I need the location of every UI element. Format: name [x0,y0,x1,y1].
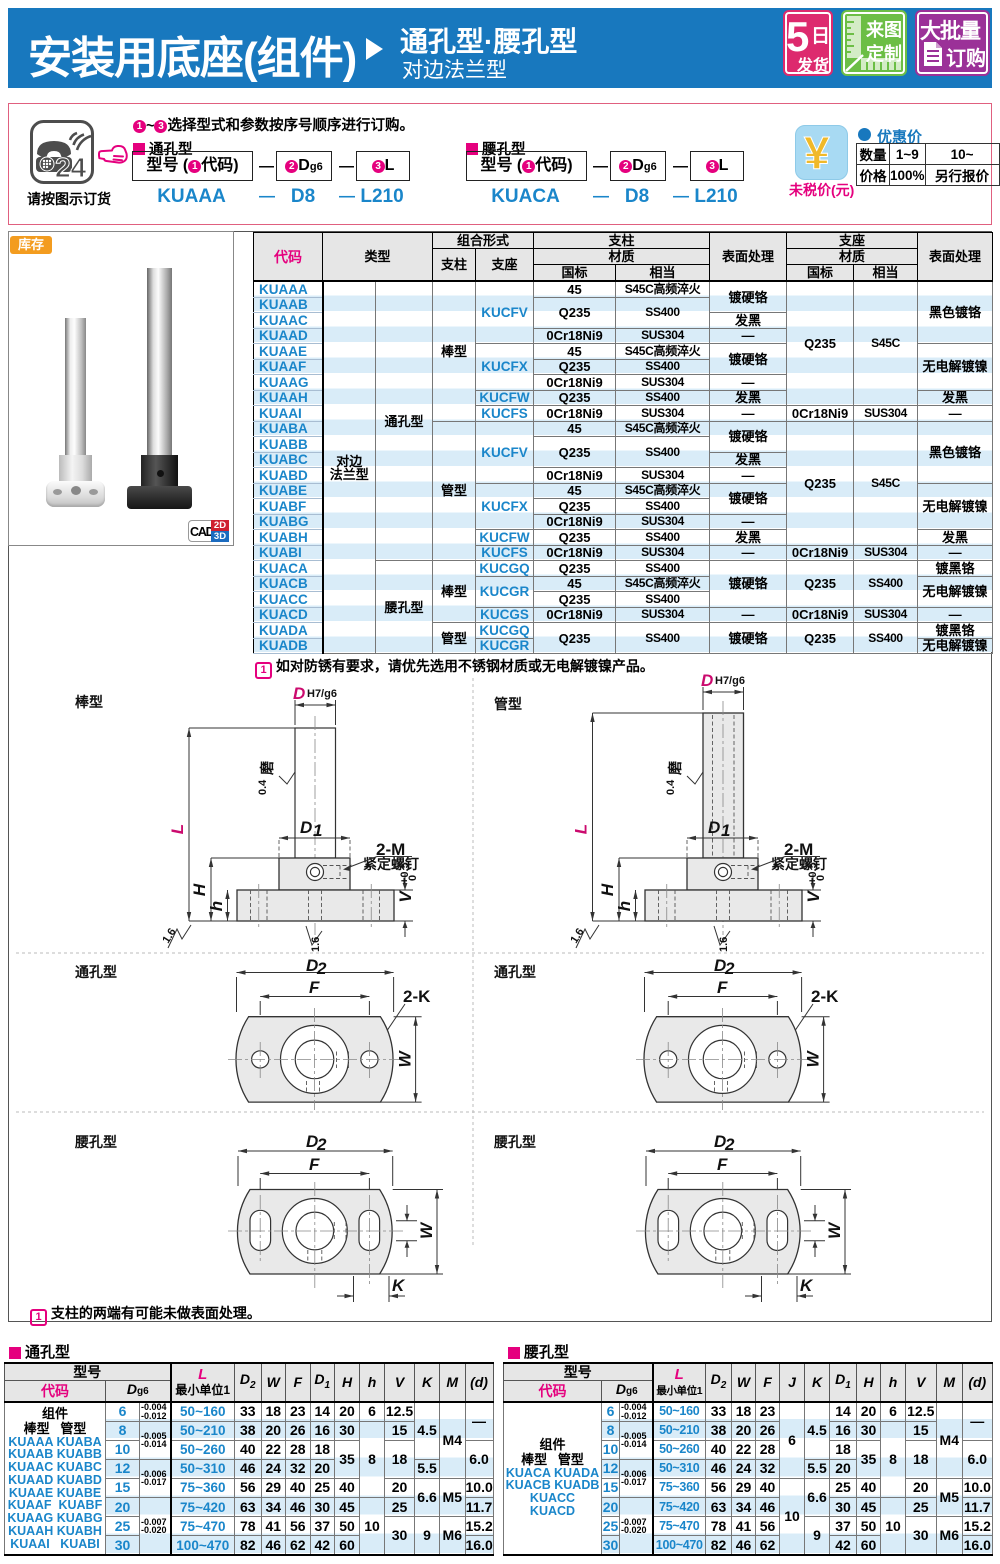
svg-text:+0.5: +0.5 [399,862,411,884]
svg-text:通孔型: 通孔型 [494,964,536,980]
svg-text:K: K [800,1276,814,1295]
svg-text:2: 2 [316,1135,327,1154]
svg-text:F: F [717,978,728,997]
svg-text:2-M: 2-M [784,840,813,859]
svg-text:1.6: 1.6 [310,937,322,952]
svg-text:1.6: 1.6 [718,937,730,952]
svg-text:2: 2 [316,959,327,978]
svg-text:L: L [572,824,591,834]
svg-text:D: D [714,956,726,975]
svg-text:2-K: 2-K [811,987,839,1006]
svg-text:D: D [714,1132,726,1151]
svg-text:2-M: 2-M [376,840,405,859]
svg-text:V: V [804,890,823,903]
svg-text:h: h [615,901,634,911]
svg-text:0.4: 0.4 [665,779,677,795]
svg-text:磨: 磨 [259,760,275,775]
svg-text:W: W [825,1221,844,1239]
svg-text:2: 2 [724,959,735,978]
svg-text:2-K: 2-K [403,987,431,1006]
svg-text:H7/g6: H7/g6 [307,688,337,700]
svg-text:F: F [309,978,320,997]
svg-text:D: D [701,671,713,690]
svg-text:0.4: 0.4 [257,779,269,795]
svg-text:D: D [306,956,318,975]
svg-text:L: L [168,824,187,834]
svg-text:W: W [417,1221,436,1239]
svg-text:0: 0 [407,875,419,884]
svg-text:K: K [392,1276,406,1295]
svg-text:腰孔型: 腰孔型 [493,1134,536,1150]
svg-text:h: h [207,901,226,911]
svg-text:1: 1 [721,821,730,840]
svg-text:1.6: 1.6 [568,926,586,945]
svg-text:磨: 磨 [667,760,683,775]
svg-text:D: D [293,684,305,703]
svg-text:1: 1 [313,821,322,840]
svg-text:D: D [708,818,720,837]
svg-text:W: W [396,1049,415,1067]
svg-text:H7/g6: H7/g6 [715,675,745,687]
svg-text:H: H [190,883,209,896]
svg-text:紧定螺钉: 紧定螺钉 [363,856,419,872]
svg-text:24: 24 [55,152,87,183]
svg-text:¥: ¥ [804,129,830,175]
svg-text:+0.5: +0.5 [807,862,819,884]
svg-text:D: D [300,818,312,837]
svg-text:W: W [804,1049,823,1067]
svg-text:F: F [717,1155,728,1174]
svg-text:V: V [396,890,415,903]
svg-text:0: 0 [815,875,827,884]
svg-text:D: D [306,1132,318,1151]
svg-text:F: F [309,1155,320,1174]
svg-text:紧定螺钉: 紧定螺钉 [771,856,827,872]
svg-text:管型: 管型 [494,696,522,712]
svg-text:通孔型: 通孔型 [75,964,117,980]
svg-text:2: 2 [724,1135,735,1154]
svg-text:腰孔型: 腰孔型 [74,1134,117,1150]
svg-text:1.6: 1.6 [160,926,178,945]
svg-text:H: H [598,883,617,896]
svg-text:棒型: 棒型 [75,694,103,710]
